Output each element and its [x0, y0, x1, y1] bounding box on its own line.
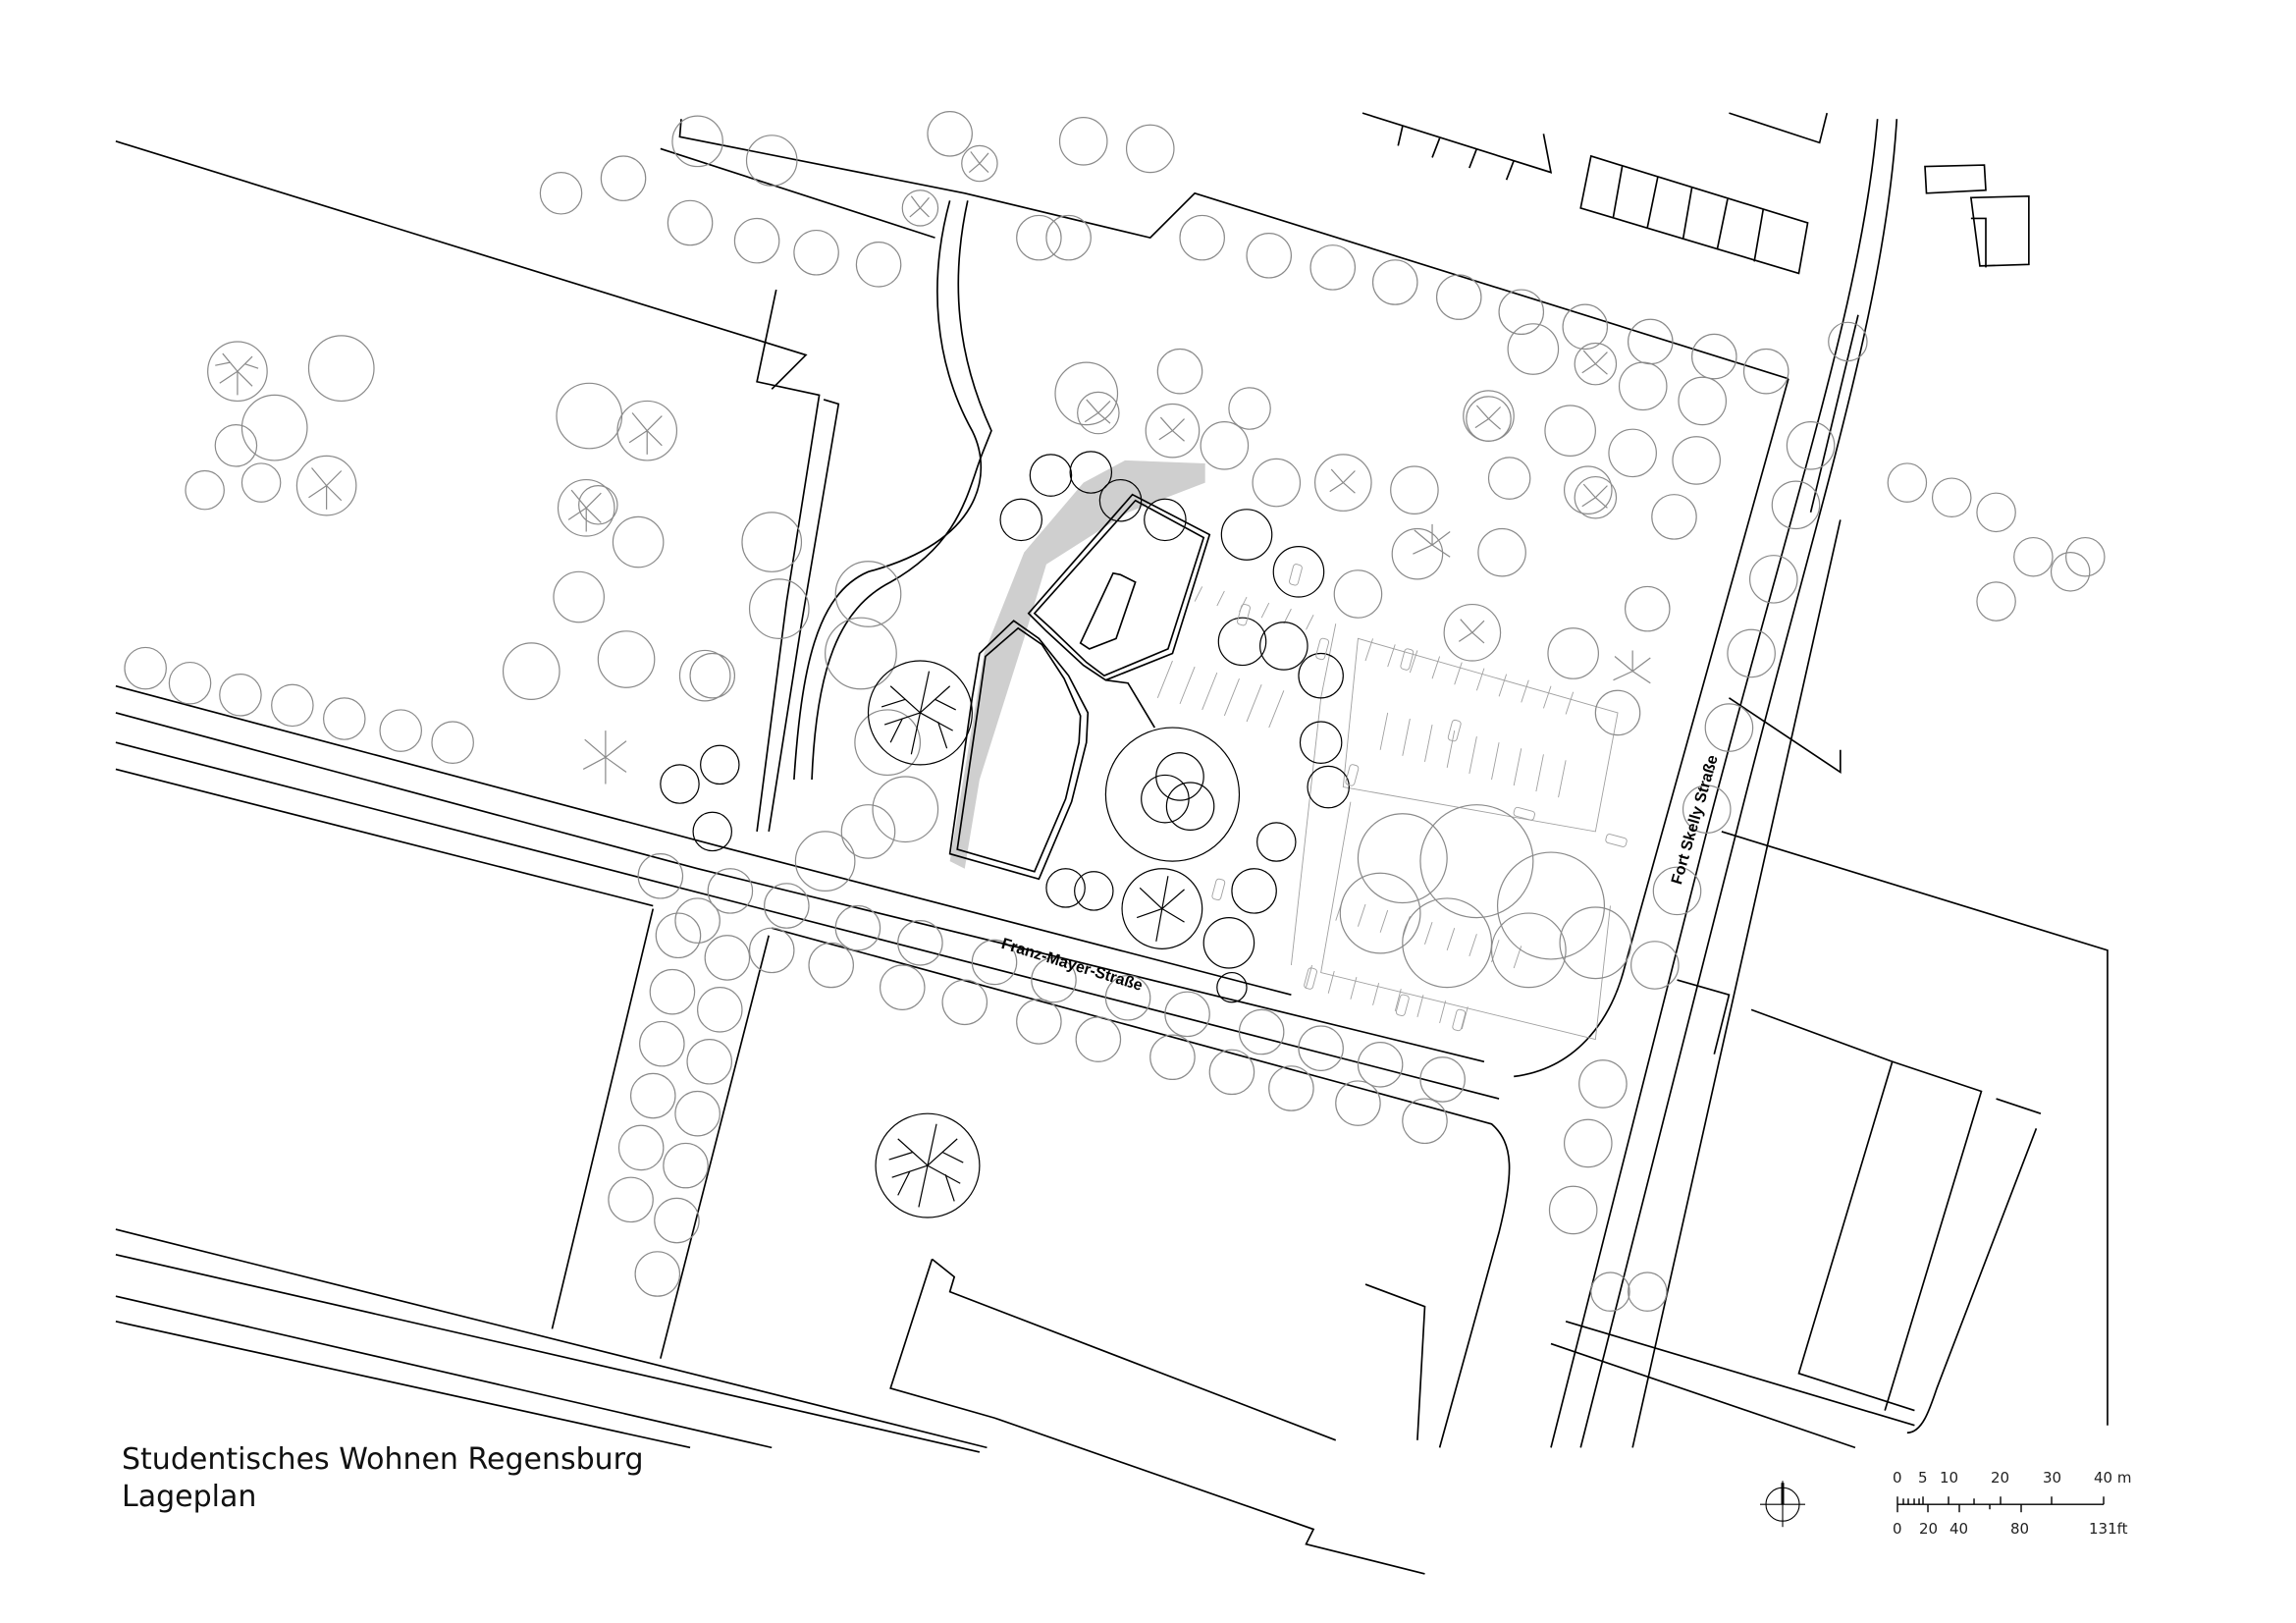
scale-label-ft-40: 40 [1949, 1520, 1969, 1538]
garages [1362, 112, 2030, 275]
road-lines [115, 119, 2109, 1575]
parking-stalls [1156, 586, 1619, 1041]
project-title: Studentisches Wohnen Regensburg [122, 1442, 644, 1477]
tree-branch-symbols [207, 144, 1651, 1208]
scale-label-ft-131: 131ft [2089, 1520, 2128, 1538]
north-arrow-icon [1760, 1481, 1806, 1528]
existing-trees-dark [660, 451, 1350, 1218]
scale-label-m-10: 10 [1940, 1469, 1959, 1487]
scale-label-m-0: 0 [1893, 1469, 1902, 1487]
title-block: Studentisches Wohnen Regensburg Lageplan [122, 1441, 644, 1516]
parked-cars [1211, 564, 1628, 1032]
trees [124, 111, 2106, 1312]
scale-label-ft-0: 0 [1893, 1520, 1902, 1538]
sheet-title: Lageplan [122, 1480, 257, 1514]
scale-label-ft-80: 80 [2010, 1520, 2030, 1538]
scale-label-m-30: 30 [2043, 1469, 2062, 1487]
scale-label-m-5: 5 [1918, 1469, 1928, 1487]
scale-label-m-20: 20 [1991, 1469, 2010, 1487]
scale-label-m-40: 40 m [2094, 1469, 2132, 1487]
new-building [948, 460, 1211, 881]
scale-label-ft-20: 20 [1919, 1520, 1939, 1538]
scale-bar [1896, 1496, 2105, 1513]
